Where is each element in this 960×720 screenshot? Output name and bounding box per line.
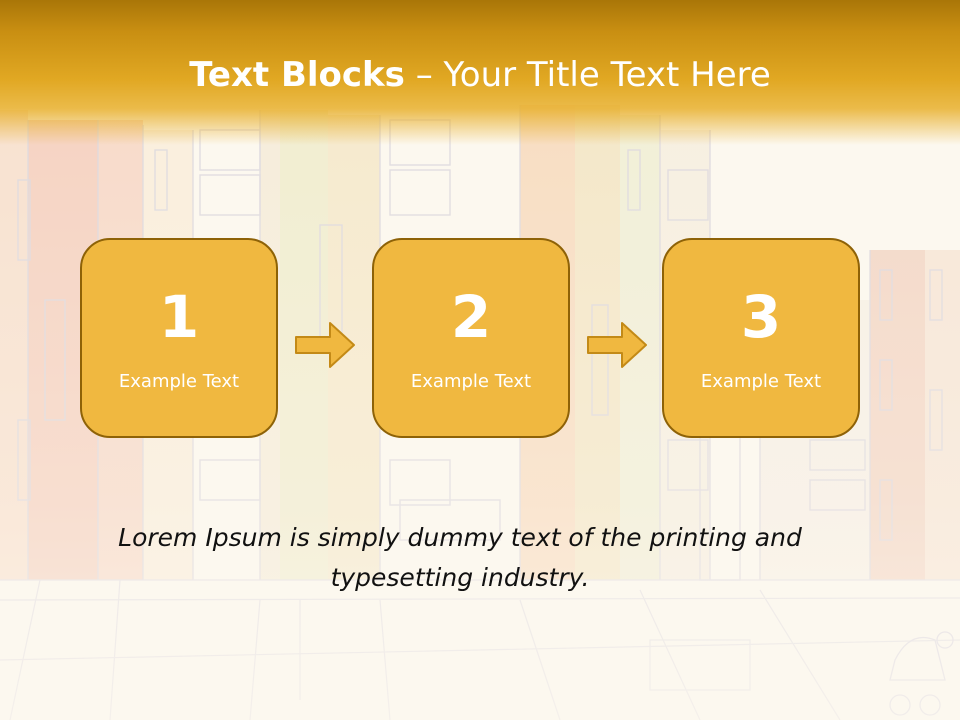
block-label: Example Text	[410, 371, 532, 392]
text-block-2: 2 Example Text	[372, 238, 570, 438]
slide-title: Text Blocks – Your Title Text Here	[0, 53, 960, 97]
block-label: Example Text	[700, 371, 822, 392]
arrow-right-icon	[587, 322, 647, 368]
title-bar	[0, 0, 960, 145]
text-block-1: 1 Example Text	[80, 238, 278, 438]
title-bold-part: Text Blocks	[189, 55, 405, 95]
title-separator: –	[404, 55, 444, 95]
text-block-3: 3 Example Text	[662, 238, 860, 438]
block-number: 2	[450, 283, 492, 351]
block-label: Example Text	[118, 371, 240, 392]
title-rest-part: Your Title Text Here	[443, 55, 771, 95]
block-number: 1	[158, 283, 200, 351]
arrow-right-icon	[295, 322, 355, 368]
body-caption: Lorem Ipsum is simply dummy text of the …	[118, 523, 802, 592]
block-number: 3	[740, 283, 782, 351]
